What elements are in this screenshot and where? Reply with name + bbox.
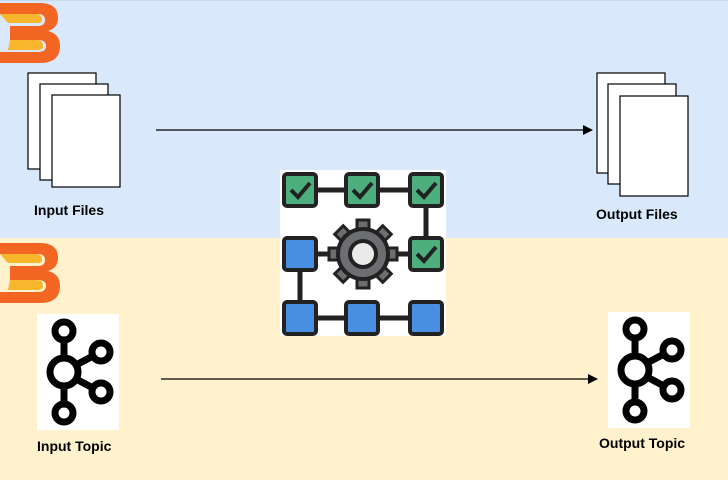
input-kafka-icon [37,314,119,430]
output-files-icon [596,72,692,200]
output-topic-label: Output Topic [599,435,686,451]
output-kafka-icon [608,312,690,428]
batch-flow-arrow [156,125,593,135]
workflow-gear-icon [280,170,446,336]
streaming-flow-arrow [161,374,598,384]
output-files-label: Output Files [596,206,678,222]
spark-logo-icon [0,0,62,64]
input-files-label: Input Files [34,202,104,218]
input-topic-label: Input Topic [37,438,112,454]
input-files-icon [27,72,123,190]
spark-logo-icon-bottom [0,240,62,304]
